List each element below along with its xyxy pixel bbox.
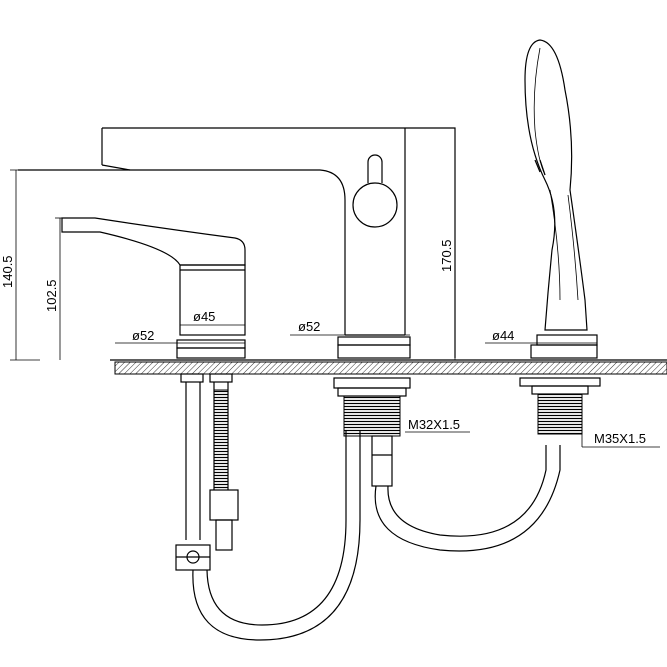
dim-102-5: 102.5 [44, 279, 59, 312]
dim-thread-m35: M35X1.5 [594, 431, 646, 446]
dimension-lines [10, 128, 660, 448]
handshower [524, 39, 588, 331]
spout-base [337, 336, 411, 359]
dim-dia-52-spout: ø52 [298, 319, 320, 334]
mixer-base [176, 339, 246, 359]
shower-shank [519, 377, 601, 435]
dim-dia-44: ø44 [492, 328, 514, 343]
dim-dia-52-left: ø52 [132, 328, 154, 343]
mixer-supply-hoses [175, 373, 361, 641]
shower-base [530, 334, 598, 359]
mixer-body [61, 217, 246, 336]
dim-thread-m32: M32X1.5 [408, 417, 460, 432]
spout-body [18, 127, 456, 358]
dim-dia-45: ø45 [193, 309, 215, 324]
dim-170-5: 170.5 [439, 239, 454, 272]
deck-surface [110, 359, 667, 375]
spout-shank [333, 377, 561, 552]
dim-140-5: 140.5 [0, 255, 15, 288]
